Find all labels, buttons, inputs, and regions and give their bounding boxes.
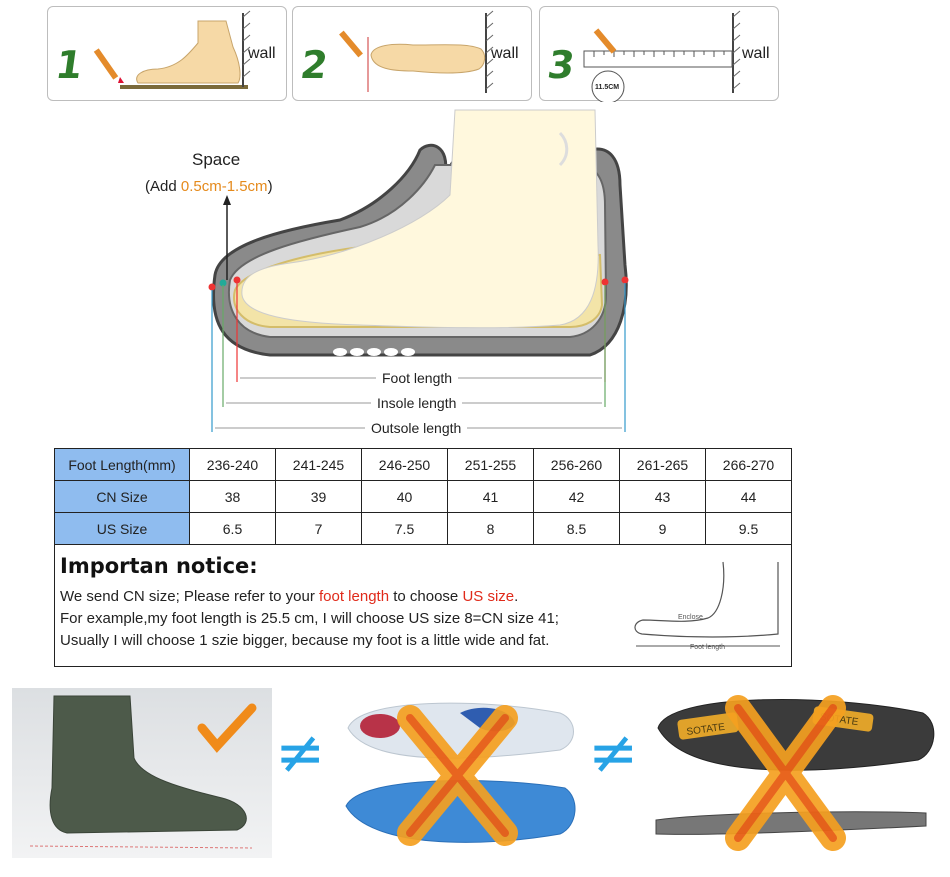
table-cell: 38 [189, 480, 276, 513]
notice-line-3: Usually I will choose 1 szie bigger, bec… [60, 632, 550, 649]
step-panel-1: 1 wall [47, 6, 287, 101]
notice-highlight: US size [462, 588, 515, 605]
table-cell: 261-265 [619, 448, 706, 481]
step2-illustration [339, 10, 494, 93]
notice-line-1: We send CN size; Please refer to your fo… [60, 588, 518, 605]
table-cell: 7.5 [361, 512, 448, 545]
add-range-label: (Add 0.5cm-1.5cm) [145, 178, 273, 195]
row-header: US Size [54, 512, 190, 545]
size-table: Foot Length(mm) 236-240 241-245 246-250 … [54, 448, 792, 545]
outsole-brand-patch [677, 712, 739, 740]
notice-box: Importan notice: We send CN size; Please… [54, 544, 792, 667]
ankle-mark [558, 131, 569, 167]
shoe-diagram [208, 109, 629, 432]
step3-illustration [583, 10, 741, 102]
check-icon [197, 703, 257, 753]
insole-illustration [345, 702, 576, 846]
sketch-foot-length-label: Foot length [690, 644, 725, 651]
floor-line [120, 85, 248, 89]
row-header: CN Size [54, 480, 190, 513]
table-cell: 241-245 [275, 448, 362, 481]
table-cell: 236-240 [189, 448, 276, 481]
foot-model-shape [49, 695, 247, 834]
measure-points [208, 276, 629, 291]
heel-gel [360, 714, 400, 738]
not-equal-icon: ≠ [275, 718, 326, 788]
wall-label: wall [742, 45, 770, 62]
foot-shape [241, 109, 599, 329]
table-cell: 42 [533, 480, 620, 513]
measure-label: 11.5CM [595, 84, 620, 91]
add-value: 0.5cm-1.5cm [180, 178, 268, 195]
notice-text: . [514, 588, 519, 605]
table-cell: 39 [275, 480, 362, 513]
wall-hatch [485, 10, 494, 90]
table-cell: 8.5 [533, 512, 620, 545]
insole-photo [340, 688, 580, 858]
table-row: US Size 6.5 7 7.5 8 8.5 9 9.5 [54, 512, 792, 545]
step1-illustration [93, 10, 251, 89]
table-cell: 251-255 [447, 448, 534, 481]
row-header: Foot Length(mm) [54, 448, 190, 481]
table-row: Foot Length(mm) 236-240 241-245 246-250 … [54, 448, 792, 481]
table-cell: 41 [447, 480, 534, 513]
table-cell: 6.5 [189, 512, 276, 545]
table-cell: 9 [619, 512, 706, 545]
space-arrow-head [223, 195, 231, 205]
pencil-icon [93, 48, 119, 80]
foot-model-photo [12, 688, 272, 858]
not-equal-icon: ≠ [588, 718, 639, 788]
table-cell: 9.5 [705, 512, 792, 545]
ruler [583, 50, 733, 68]
step-panel-2: 2 wall [292, 6, 532, 101]
add-prefix: (Add [145, 178, 181, 195]
wall-label: wall [248, 45, 276, 62]
foot-top-shape [370, 43, 486, 74]
foot-length-label: Foot length [376, 370, 459, 386]
table-cell: 246-250 [361, 448, 448, 481]
tape-measure [29, 845, 253, 849]
space-label: Space [192, 150, 241, 169]
foot-side-shape [136, 20, 241, 84]
foot-model-illustration [29, 695, 257, 849]
cross-icon-inner [406, 714, 509, 837]
cross-icon-inner [734, 704, 837, 842]
notice-line-2: For example,my foot length is 25.5 cm, I… [60, 610, 559, 627]
insole-length-label: Insole length [371, 395, 463, 411]
table-cell: 8 [447, 512, 534, 545]
wall-hatch [242, 10, 251, 78]
notice-text: We send CN size; Please refer to your [60, 588, 319, 605]
foot-sketch-outline [634, 561, 779, 638]
notice-text: to choose [389, 588, 463, 605]
outsole-length-label: Outsole length [365, 420, 468, 436]
table-cell: 44 [705, 480, 792, 513]
outsole-tread [333, 348, 415, 356]
ruler-ticks [593, 51, 725, 57]
table-cell: 7 [275, 512, 362, 545]
table-cell: 266-270 [705, 448, 792, 481]
measure-circle [591, 70, 625, 102]
table-cell: 256-260 [533, 448, 620, 481]
outsole-illustration: SOTATE SOTATE [655, 695, 935, 851]
sketch-enclose-label: Enclose [678, 614, 703, 621]
mark-dot [118, 77, 124, 83]
foot-sketch: Enclose Foot length [634, 561, 780, 651]
table-cell: 40 [361, 480, 448, 513]
outsole-side-shape [655, 811, 927, 835]
add-suffix: ) [267, 178, 273, 195]
pencil-icon [593, 28, 617, 54]
notice-highlight: foot length [319, 588, 390, 605]
outsole-photo: SOTATE SOTATE [648, 688, 938, 858]
table-row: CN Size 38 39 40 41 42 43 44 [54, 480, 792, 513]
step-panel-3: 3 wall 11.5CM [539, 6, 779, 102]
table-cell: 43 [619, 480, 706, 513]
pencil-icon [339, 30, 363, 58]
wall-hatch [732, 10, 741, 90]
outsole-brand-label: SOTATE [686, 722, 726, 738]
notice-title: Importan notice: [60, 554, 258, 578]
wall-label: wall [491, 45, 519, 62]
